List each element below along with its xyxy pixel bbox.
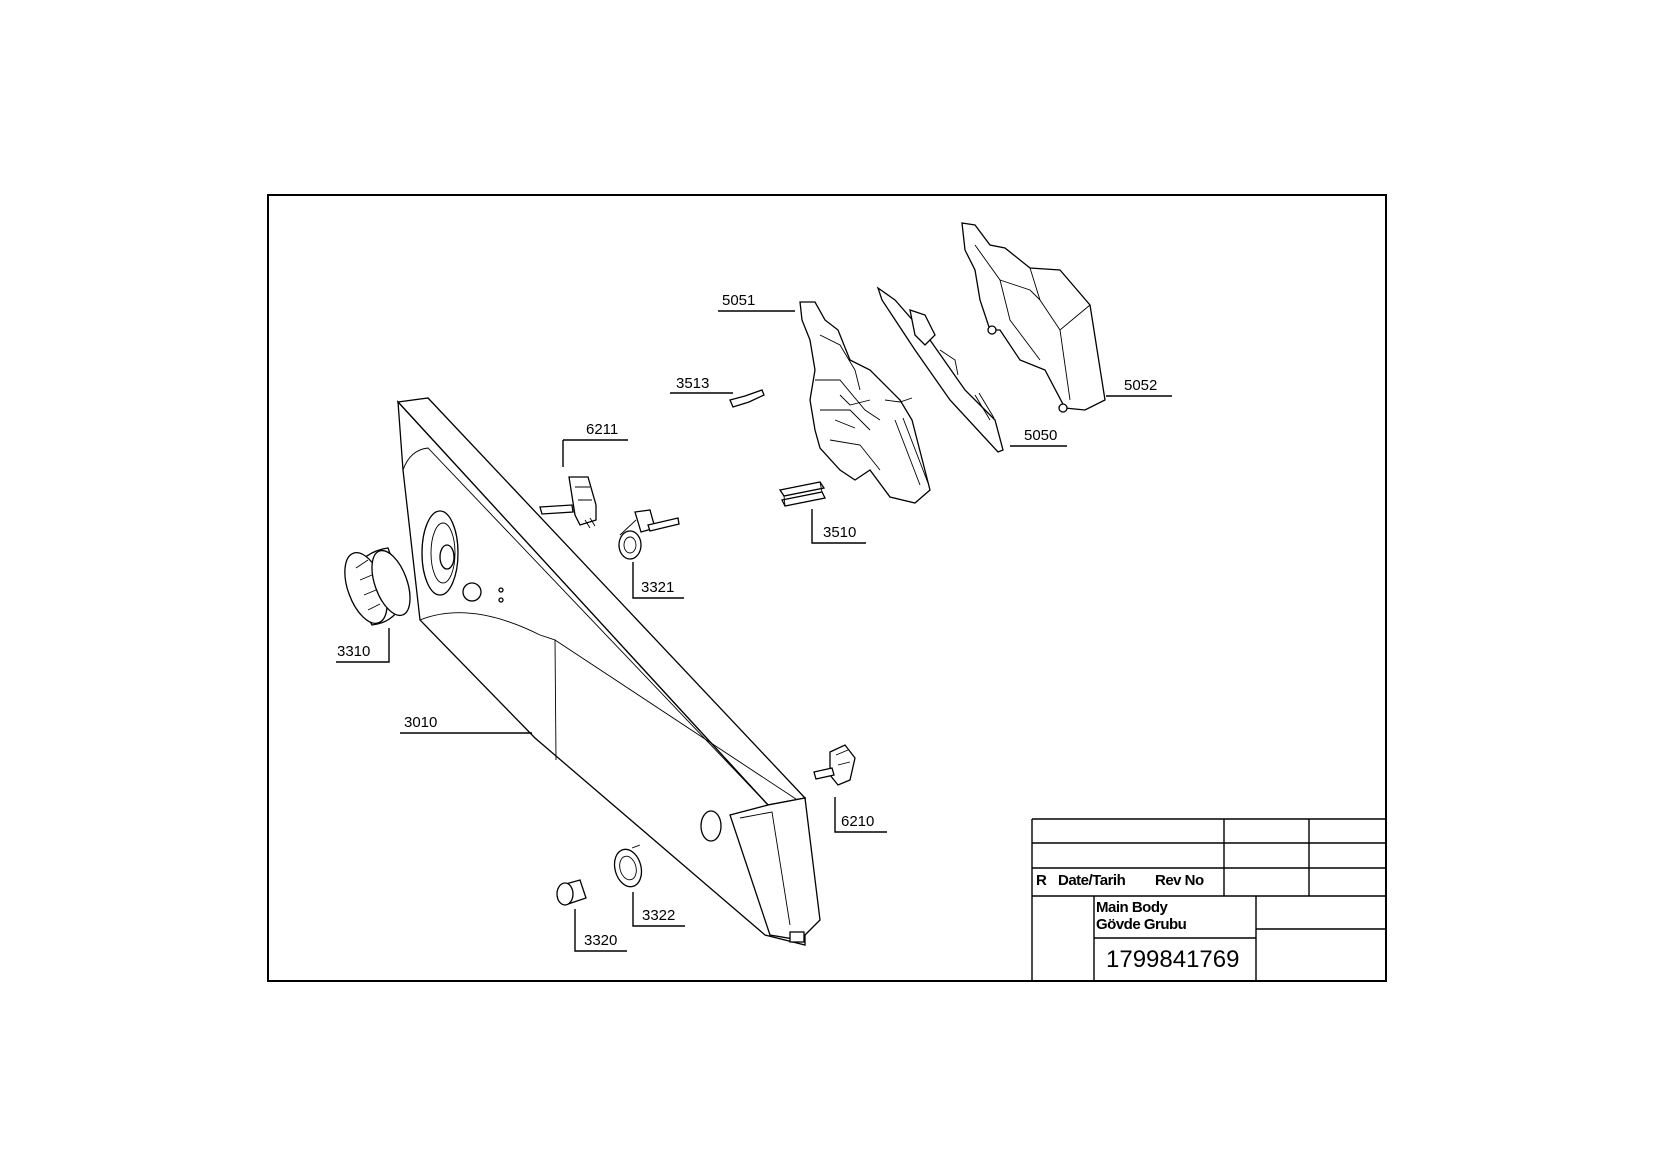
leader-lines xyxy=(336,310,1172,952)
holder-3321 xyxy=(618,509,680,560)
title-block-title-en: Main Body xyxy=(1096,899,1168,916)
switch-6210 xyxy=(813,744,856,786)
clip-3513 xyxy=(729,389,765,408)
switch-6211 xyxy=(539,476,597,529)
part-label-3320: 3320 xyxy=(584,932,617,949)
title-block-rev-letter: R xyxy=(1036,872,1047,889)
knob-3310 xyxy=(344,547,411,626)
ring-3322 xyxy=(613,844,643,888)
part-label-6211: 6211 xyxy=(586,421,618,438)
part-label-3510: 3510 xyxy=(823,524,856,541)
title-block-rev-no-label: Rev No xyxy=(1155,872,1204,889)
control-panel-3010 xyxy=(396,397,821,946)
part-label-3513: 3513 xyxy=(676,375,709,392)
connector-3510 xyxy=(778,481,826,507)
part-label-6210: 6210 xyxy=(841,813,874,830)
part-label-3321: 3321 xyxy=(641,579,674,596)
part-label-5050: 5050 xyxy=(1024,427,1057,444)
part-label-3310: 3310 xyxy=(337,643,370,660)
title-block-title-tr: Gövde Grubu xyxy=(1096,916,1187,933)
button-3320 xyxy=(556,879,587,906)
cover-5052 xyxy=(961,222,1106,413)
part-label-3010: 3010 xyxy=(404,714,437,731)
title-block xyxy=(1031,818,1386,981)
drawing-frame xyxy=(267,194,1387,982)
part-label-5052: 5052 xyxy=(1124,377,1157,394)
bracket-5051 xyxy=(799,301,931,504)
pcb-5050 xyxy=(876,286,1004,453)
part-label-5051: 5051 xyxy=(722,292,755,309)
part-label-3322: 3322 xyxy=(642,907,675,924)
title-block-date-label: Date/Tarih xyxy=(1058,872,1126,889)
title-block-drawing-number: 1799841769 xyxy=(1106,946,1239,973)
